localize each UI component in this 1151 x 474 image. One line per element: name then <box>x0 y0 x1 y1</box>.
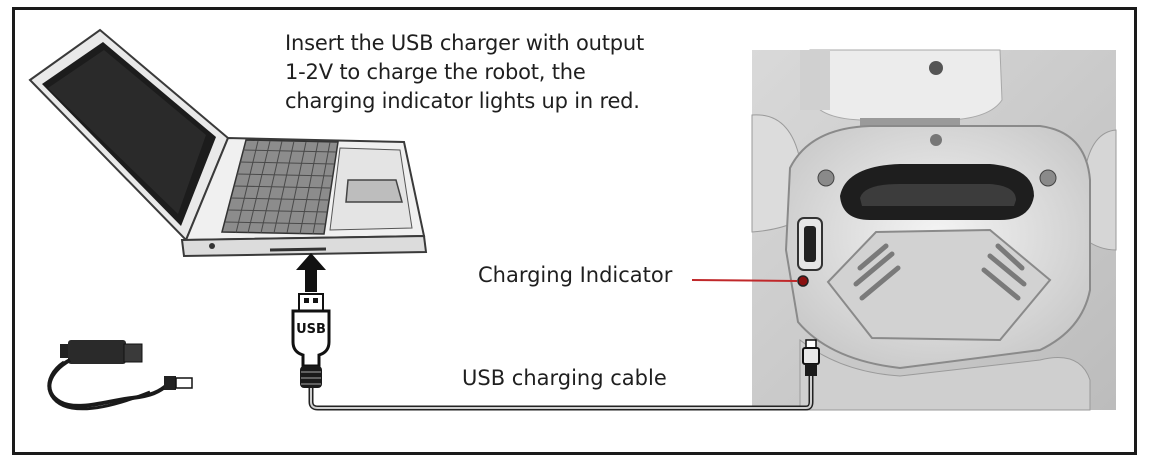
indicator-leader-line <box>691 279 798 282</box>
instruction-line: charging indicator lights up in red. <box>285 89 640 113</box>
usb-plug-label: USB <box>296 322 326 337</box>
usb-plug <box>291 293 331 388</box>
usb-cable-icon <box>47 340 193 411</box>
charging-indicator-led <box>797 275 809 287</box>
usb-charging-cable-label: USB charging cable <box>462 366 667 390</box>
micro-usb-connector <box>802 339 820 376</box>
laptop-illustration <box>28 28 428 258</box>
instruction-line: 1-2V to charge the robot, the <box>285 60 586 84</box>
insert-arrow-laptop <box>296 253 326 292</box>
instruction-line: Insert the USB charger with output <box>285 31 645 55</box>
instruction-text: Insert the USB charger with output 1-2V … <box>285 29 715 116</box>
charging-indicator-label: Charging Indicator <box>478 263 673 287</box>
